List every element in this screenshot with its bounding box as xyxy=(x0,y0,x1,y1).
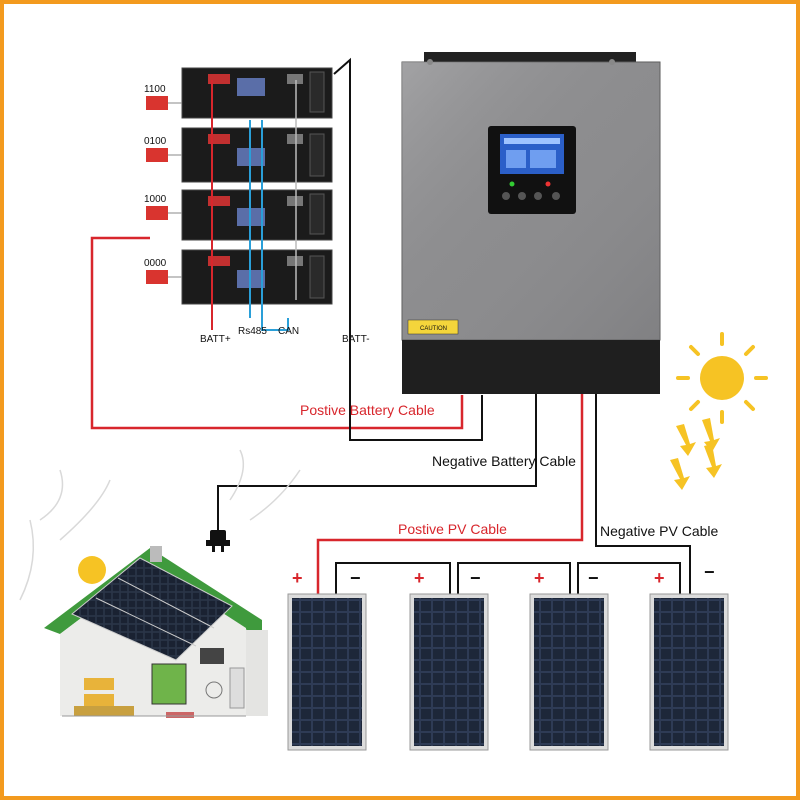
inverter: CAUTION xyxy=(401,52,661,394)
series-jumper-1 xyxy=(335,562,451,594)
pv-panel-3 xyxy=(529,593,609,751)
inverter-led-green xyxy=(509,181,515,187)
pv-panel-2 xyxy=(409,593,489,751)
positive-battery-cable-label: Postive Battery Cable xyxy=(300,402,435,418)
can-label: CAN xyxy=(278,326,299,337)
panel-2-minus: − xyxy=(470,568,481,588)
house-fan-icon xyxy=(205,681,223,699)
inverter-button-1[interactable] xyxy=(502,192,510,200)
battery-module-3 xyxy=(181,189,333,241)
house-battery-2 xyxy=(84,694,114,706)
battery-module-4 xyxy=(181,249,333,305)
caution-label: CAUTION xyxy=(420,326,447,332)
house-tv-icon xyxy=(200,648,224,664)
series-jumper-3 xyxy=(577,562,681,594)
positive-battery-wire xyxy=(90,236,464,430)
dip-code-1: 1100 xyxy=(144,84,166,95)
inverter-button-2[interactable] xyxy=(518,192,526,200)
series-jumper-2 xyxy=(457,562,571,594)
house-battery-1 xyxy=(84,678,114,690)
house-fridge-icon xyxy=(229,667,245,709)
dip-switch-icon-2 xyxy=(146,148,168,162)
roof-solar-panels xyxy=(71,557,233,661)
negative-battery-wire xyxy=(333,57,483,441)
negative-pv-cable-label: Negative PV Cable xyxy=(600,523,719,539)
inverter-button-4[interactable] xyxy=(552,192,560,200)
batt-plus-label: BATT+ xyxy=(200,334,231,345)
ac-output-wire xyxy=(217,393,537,530)
panel-4-minus: − xyxy=(704,562,715,582)
diagram-canvas: 1100 0100 1000 0000 BATT+ Rs485 CAN BATT… xyxy=(19,52,768,751)
dip-code-4: 0000 xyxy=(144,258,167,269)
positive-pv-wire xyxy=(316,393,584,594)
panel-4-plus: + xyxy=(654,568,665,588)
panel-1-minus: − xyxy=(350,568,361,588)
negative-pv-wire xyxy=(595,393,691,594)
panel-3-plus: + xyxy=(534,568,545,588)
inverter-base xyxy=(402,340,660,394)
negative-battery-cable-label: Negative Battery Cable xyxy=(432,453,576,469)
dip-switch-icon-1 xyxy=(146,96,168,110)
caution-sticker xyxy=(407,319,459,335)
panel-1-plus: + xyxy=(292,568,303,588)
inverter-led-red xyxy=(545,181,551,187)
sunlight-arrows-icon xyxy=(670,418,722,490)
dip-switches xyxy=(146,96,182,284)
house-sun-icon xyxy=(78,556,106,584)
battery-module-1 xyxy=(181,67,333,119)
dip-switch-icon-3 xyxy=(146,206,168,220)
pv-panel-1 xyxy=(287,593,367,751)
ac-plug-icon xyxy=(206,530,230,552)
batt-minus-label: BATT- xyxy=(342,334,370,345)
sun-icon xyxy=(676,332,768,424)
dip-switch-icon-4 xyxy=(146,270,168,284)
panel-2-plus: + xyxy=(414,568,425,588)
house-illustration xyxy=(19,449,301,718)
rs485-label: Rs485 xyxy=(238,326,267,337)
dip-code-3: 1000 xyxy=(144,194,167,205)
can-wire xyxy=(261,120,289,331)
battery-module-2 xyxy=(181,127,333,183)
positive-pv-cable-label: Postive PV Cable xyxy=(398,521,507,537)
battery-stack xyxy=(181,67,333,331)
dip-code-2: 0100 xyxy=(144,136,167,147)
house-inverter xyxy=(151,663,187,705)
panel-3-minus: − xyxy=(588,568,599,588)
inverter-button-3[interactable] xyxy=(534,192,542,200)
pv-panel-4 xyxy=(649,593,729,751)
